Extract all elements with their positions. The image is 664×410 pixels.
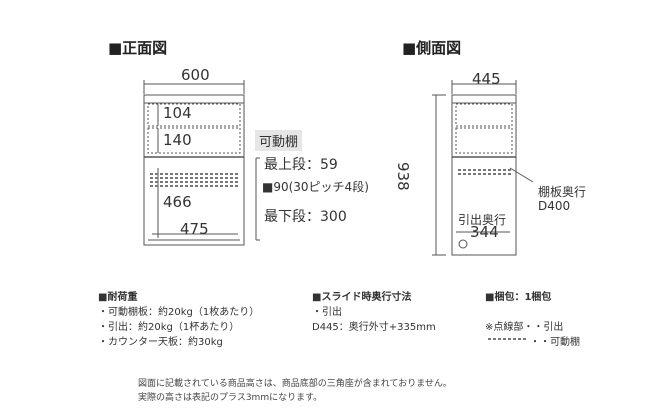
front-view-drawing — [143, 80, 245, 246]
second-drawer — [147, 127, 241, 154]
shelf-depth-label: 棚板奥行 — [538, 185, 587, 199]
front-cabinet-outline — [143, 94, 245, 246]
side-depth-label: 445 — [472, 70, 501, 88]
shelf-top-label: 104 — [163, 104, 192, 122]
side-second-drawer — [455, 127, 513, 154]
note-line-1: 図面に記載されている商品高さは、商品底部の三角座が含まれておりません。 — [138, 379, 452, 389]
legend-dashes-text: ・・可動棚 — [530, 337, 580, 348]
shelf-top-position: 最上段：59 — [264, 157, 338, 173]
load-item-drawer: ・引出：約20kg（1杯あたり） — [98, 322, 240, 333]
front-width-label: 600 — [181, 66, 210, 84]
drawer-depth-label: 引出奥行 — [458, 213, 507, 227]
slide-item-drawer: ・引出 — [312, 307, 342, 318]
side-cabinet-outline — [451, 94, 517, 256]
slide-title: ■スライド時奥行寸法 — [312, 292, 412, 303]
load-item-shelf: ・可動棚板：約20kg（1枚あたり） — [98, 307, 260, 318]
slide-item-depth: D445：奥行外寸+335mm — [312, 322, 436, 333]
side-movable-shelf-lines — [458, 169, 512, 175]
shelf-lower-label: 466 — [163, 193, 192, 211]
side-top-drawer — [455, 103, 513, 127]
side-height-label: 938 — [394, 162, 412, 191]
caster-icon — [458, 239, 468, 249]
inner-width-label: 475 — [180, 220, 209, 238]
movable-shelf-tag: 可動棚 — [255, 130, 303, 151]
shelf-bracket — [255, 157, 260, 241]
top-drawer — [147, 103, 241, 127]
load-item-counter: ・カウンター天板：約30kg — [98, 337, 223, 348]
shelf-depth-value: D400 — [538, 199, 571, 213]
shelf-pitch: ■90(30ピッチ4段) — [262, 180, 369, 194]
shelf-leader-line — [509, 167, 534, 183]
shelf-bottom-position: 最下段：300 — [264, 209, 347, 225]
legend-dots-text: ※点線部・・引出 — [485, 322, 564, 333]
front-view-title: ■正面図 — [108, 39, 168, 57]
package-title: ■梱包：1梱包 — [485, 292, 552, 303]
drawer-depth-value: 344 — [470, 223, 499, 241]
load-title: ■耐荷重 — [98, 292, 138, 303]
side-view-drawing — [432, 80, 534, 256]
note-line-2: 実際の高さは表記のプラス3mmになります。 — [138, 393, 323, 403]
movable-shelf-lines — [150, 173, 238, 187]
side-view-title: ■側面図 — [402, 39, 462, 57]
shelf-second-label: 140 — [163, 131, 192, 149]
